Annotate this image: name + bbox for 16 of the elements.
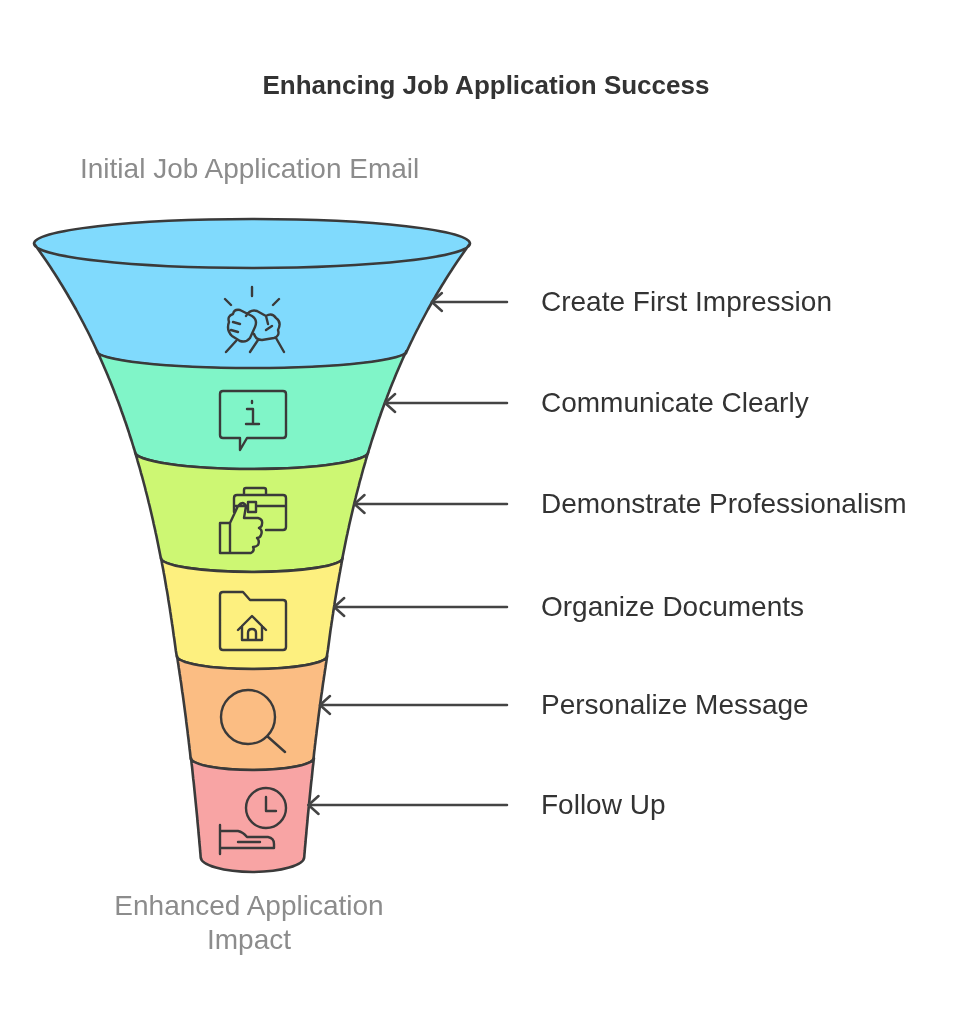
stage-label: Communicate Clearly bbox=[541, 387, 809, 419]
diagram-title: Enhancing Job Application Success bbox=[262, 70, 710, 101]
arrow bbox=[307, 794, 509, 816]
stage-label: Follow Up bbox=[541, 789, 666, 821]
stage-label: Organize Documents bbox=[541, 591, 804, 623]
stage-label: Create First Impression bbox=[541, 286, 832, 318]
arrow bbox=[430, 291, 509, 313]
arrow bbox=[332, 596, 509, 618]
funnel-label: Enhanced Application Impact bbox=[113, 889, 385, 957]
arrow bbox=[318, 694, 509, 716]
funnel-label: Initial Job Application Email bbox=[80, 152, 420, 186]
arrow bbox=[353, 493, 509, 515]
funnel-band bbox=[187, 755, 317, 875]
stage-label: Demonstrate Professionalism bbox=[541, 488, 907, 520]
arrow bbox=[383, 392, 509, 414]
stage-label: Personalize Message bbox=[541, 689, 809, 721]
